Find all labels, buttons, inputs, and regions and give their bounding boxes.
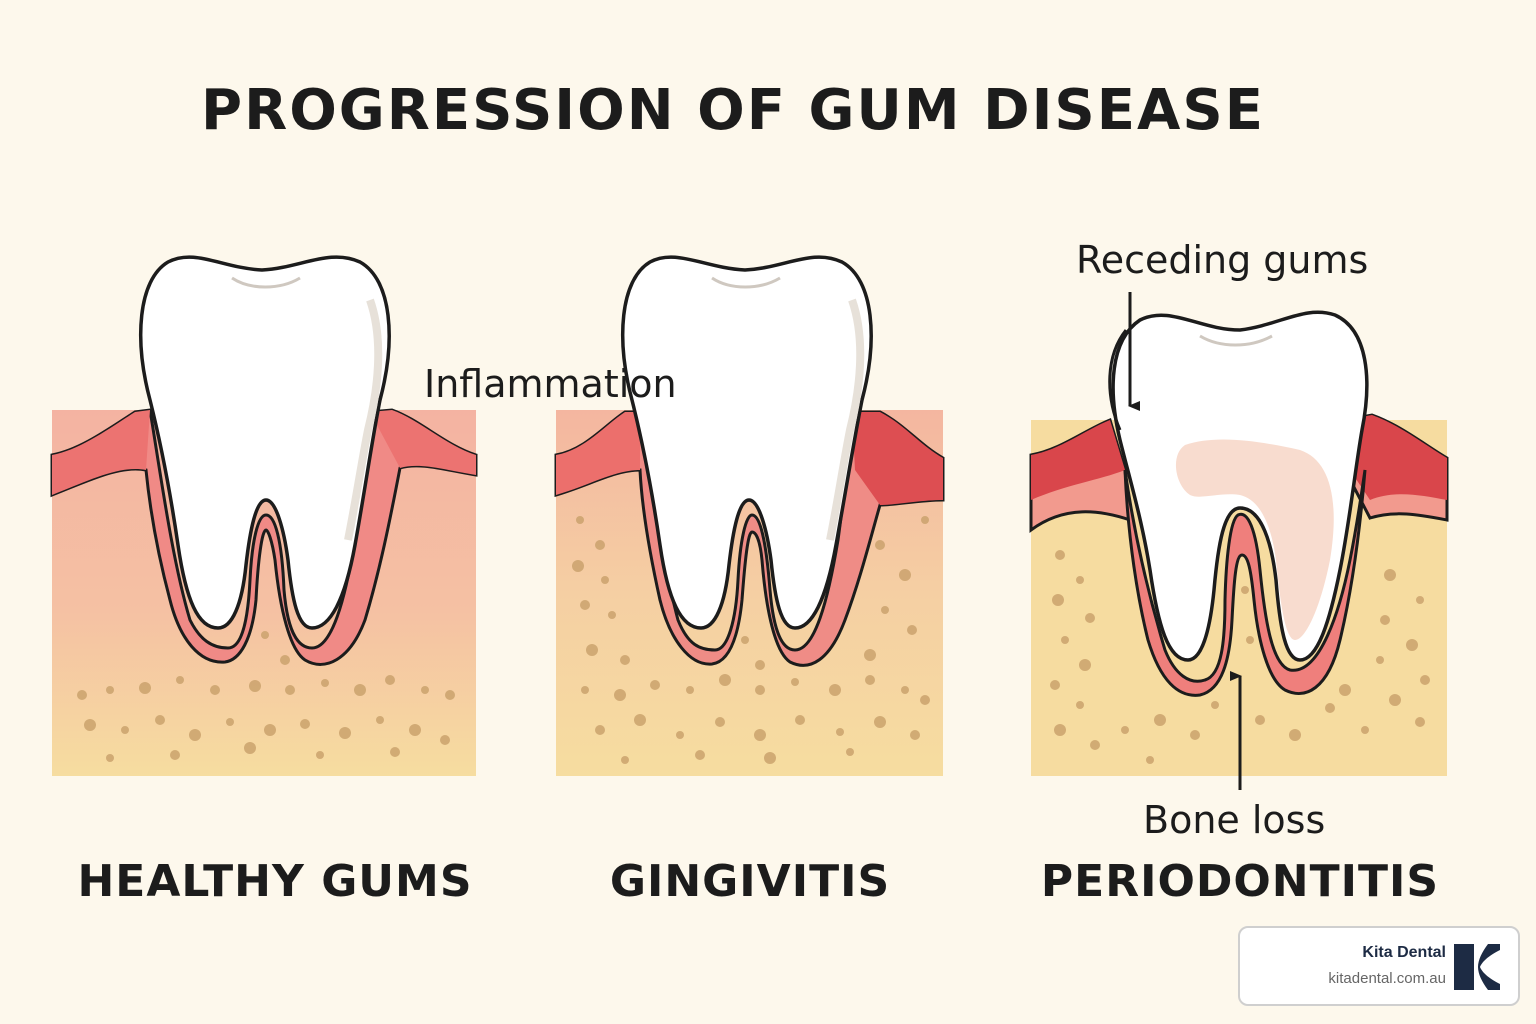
tooth-crown-line bbox=[711, 276, 781, 289]
page-title: PROGRESSION OF GUM DISEASE bbox=[201, 78, 1265, 143]
gum-surface bbox=[52, 410, 150, 495]
tooth-crown-line bbox=[1199, 334, 1273, 347]
gum-recession-line bbox=[1108, 329, 1128, 431]
tooth bbox=[621, 255, 873, 630]
panel-periodontitis bbox=[1029, 292, 1449, 790]
stage-label-gingivitis: GINGIVITIS bbox=[609, 856, 891, 907]
tooth bbox=[139, 255, 391, 630]
stage-label-periodontitis: PERIODONTITIS bbox=[1040, 856, 1440, 907]
panel-gingivitis bbox=[554, 255, 945, 776]
bone-pores bbox=[572, 516, 930, 764]
brand-logo-icon bbox=[1454, 944, 1500, 990]
tooth-shading bbox=[344, 298, 383, 541]
bone-pores bbox=[1050, 550, 1430, 764]
brand-url: kitadental.com.au bbox=[1328, 970, 1446, 987]
brand-badge[interactable]: Kita Dental kitadental.com.au bbox=[1238, 926, 1520, 1006]
tooth-shading bbox=[826, 298, 865, 541]
stain-area bbox=[1175, 439, 1334, 640]
brand-name: Kita Dental bbox=[1362, 944, 1446, 961]
gum-tissue bbox=[1123, 469, 1367, 697]
stage-label-healthy: HEALTHY GUMS bbox=[77, 856, 473, 907]
inflamed-gum bbox=[1345, 415, 1447, 500]
bone-loss-label: Bone loss bbox=[1143, 798, 1326, 842]
gum-surface bbox=[370, 410, 476, 475]
inflammation-label: Inflammation bbox=[424, 362, 677, 406]
bone-pores bbox=[77, 631, 455, 762]
gum-surface bbox=[556, 412, 640, 495]
panel-healthy bbox=[50, 255, 478, 776]
inflamed-gum bbox=[1031, 420, 1125, 500]
inflamed-gum bbox=[852, 412, 943, 505]
tooth-crown-line bbox=[231, 276, 301, 289]
gum-tissue bbox=[50, 408, 478, 666]
receding-gums-label: Receding gums bbox=[1076, 238, 1369, 282]
